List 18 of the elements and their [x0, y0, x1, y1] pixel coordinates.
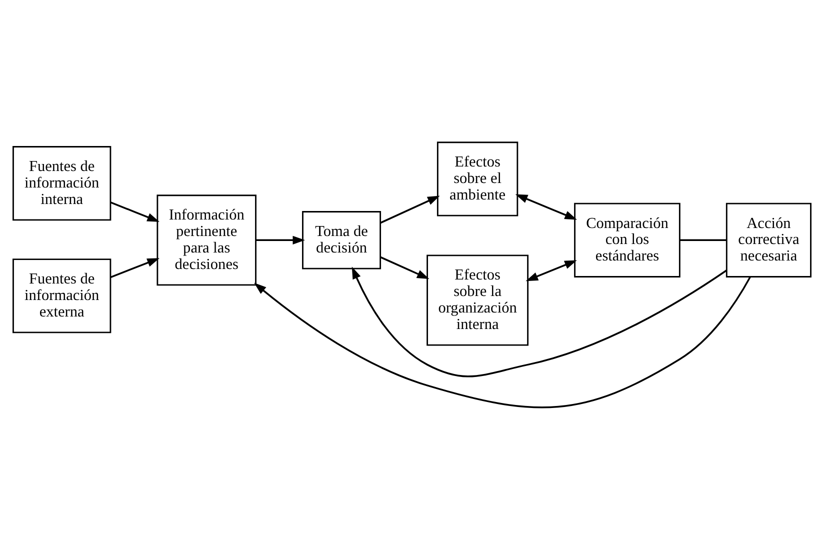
arrow — [110, 201, 160, 222]
node-box: Fuentes de información externa — [12, 258, 112, 333]
connector — [680, 238, 726, 241]
arrow — [110, 258, 160, 278]
node-box: Toma de decisión — [302, 210, 382, 269]
node-box: Comparación con los estándares — [574, 202, 680, 277]
node-box: Efectos sobre la organización interna — [426, 254, 529, 346]
arrow — [526, 260, 577, 281]
arrow — [380, 256, 430, 279]
node-box: Efectos sobre el ambiente — [436, 141, 518, 216]
arrow — [256, 235, 306, 244]
arrow — [380, 195, 440, 224]
arrow — [352, 266, 728, 377]
node-box: Acción correctiva necesaria — [726, 202, 812, 277]
node-box: Información pertinente para las decisiones — [156, 194, 256, 286]
node-box: Fuentes de información interna — [12, 146, 112, 220]
arrow — [254, 276, 751, 408]
arrow — [515, 194, 578, 220]
